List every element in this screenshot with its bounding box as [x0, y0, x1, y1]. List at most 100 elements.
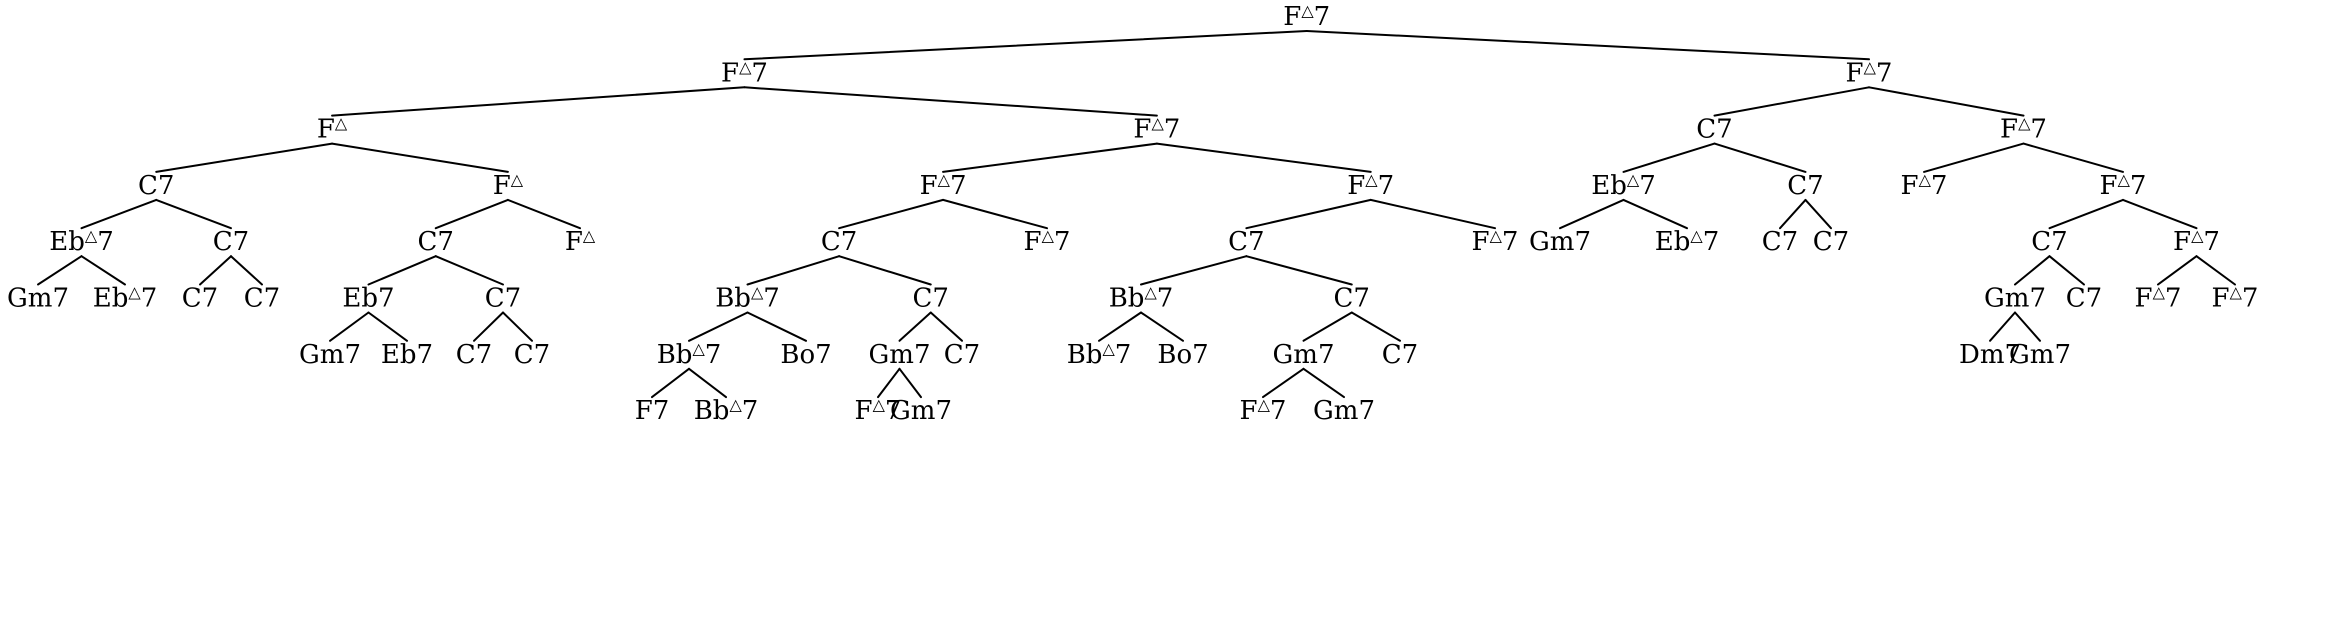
tree-edge — [37, 255, 83, 286]
tree-node-label: C7 — [182, 284, 218, 314]
tree-edge — [1779, 198, 1807, 230]
tree-node-label: Dm7 — [1959, 340, 2021, 370]
tree-edge — [155, 142, 334, 173]
tree-edge — [506, 198, 581, 230]
tree-edge — [746, 255, 841, 286]
tree-edge — [2195, 255, 2236, 286]
tree-edge — [838, 255, 932, 286]
tree-node-label: C7 — [821, 227, 857, 257]
tree-edge — [434, 198, 509, 230]
tree-node-label: Bb△7 — [694, 395, 759, 426]
tree-node-label: C7 — [1813, 227, 1849, 257]
tree-edge — [80, 255, 126, 286]
tree-node-label: Bb△7 — [657, 339, 722, 370]
tree-node-label: Bb△7 — [1067, 339, 1132, 370]
tree-node-label: Gm7 — [2009, 340, 2071, 370]
tree-node-label: C7 — [138, 171, 174, 201]
tree-edge — [2048, 255, 2085, 286]
tree-node-label: Gm7 — [7, 284, 69, 314]
tree-edge — [1804, 198, 1832, 230]
tree-node-label: Bb△7 — [1109, 283, 1174, 314]
tree-node-label: F△7 — [1133, 114, 1180, 145]
tree-edge — [502, 311, 533, 342]
tree-edge — [1098, 311, 1142, 342]
tree-node-label: F△7 — [1240, 395, 1287, 426]
tree-node-label: C7 — [1228, 227, 1264, 257]
tree-node-label: Gm7 — [890, 396, 952, 426]
tree-node-label: F△7 — [2135, 283, 2182, 314]
tree-edge — [898, 311, 932, 342]
tree-node-label: F△ — [493, 170, 524, 201]
tree-edge — [1622, 198, 1688, 230]
tree-edge — [2014, 255, 2051, 286]
tree-edge — [1262, 367, 1305, 399]
tree-node-label: C7 — [1696, 115, 1732, 145]
tree-node-label: F△7 — [920, 170, 967, 201]
tree-node-label: F△7 — [721, 57, 768, 88]
tree-edge — [743, 86, 1158, 117]
tree-edge — [1140, 311, 1184, 342]
tree-edge — [2157, 255, 2198, 286]
tree-node-label: Eb△7 — [1655, 226, 1719, 257]
tree-node-label: Gm7 — [1984, 284, 2046, 314]
tree-edge — [329, 311, 370, 342]
tree-node-label: C7 — [1787, 171, 1823, 201]
tree-edge — [1245, 198, 1372, 230]
tree-node-label: C7 — [913, 284, 949, 314]
tree-node-label: F△7 — [2000, 114, 2047, 145]
tree-edge — [473, 311, 504, 342]
tree-node-label: Gm7 — [869, 340, 931, 370]
tree-node-label: C7 — [418, 227, 454, 257]
tree-node-label: Eb7 — [342, 284, 394, 314]
tree-edge — [1868, 86, 2025, 117]
tree-node-label: Eb△7 — [49, 226, 113, 257]
tree-node-label: C7 — [485, 284, 521, 314]
tree-node-label: F△ — [565, 226, 596, 257]
tree-edge — [688, 311, 749, 342]
tree-edge — [942, 198, 1048, 230]
tree-edge — [746, 311, 807, 342]
tree-edge — [2014, 311, 2041, 342]
tree-edge — [1622, 142, 1716, 173]
tree-edge — [199, 255, 232, 286]
tree-edge — [929, 311, 963, 342]
tree-edge — [331, 86, 746, 117]
tree-node-label: C7 — [1334, 284, 1370, 314]
tree-node-label: Gm7 — [1313, 396, 1375, 426]
tree-node-label: Eb△7 — [1591, 170, 1655, 201]
tree-node-label: C7 — [213, 227, 249, 257]
tree-node-label: Bo7 — [780, 340, 831, 370]
tree-node-label: C7 — [244, 284, 280, 314]
tree-edge — [838, 198, 945, 230]
tree-edge — [1713, 142, 1807, 173]
tree-node-label: F△7 — [1347, 170, 1394, 201]
tree-edge — [80, 198, 158, 230]
tree-edge — [2048, 198, 2124, 230]
tree-edge — [434, 255, 504, 286]
tree-node-label: Bo7 — [1157, 340, 1208, 370]
tree-node-label: Bb△7 — [715, 283, 780, 314]
tree-node-label: F△ — [317, 114, 348, 145]
tree-edge — [1140, 255, 1248, 286]
tree-edge — [1559, 198, 1625, 230]
tree-node-label: C7 — [1762, 227, 1798, 257]
tree-edge — [898, 367, 922, 399]
tree-node-label: F△7 — [1024, 226, 1071, 257]
tree-edge — [1302, 367, 1345, 399]
tree-node-label: Gm7 — [1529, 227, 1591, 257]
tree-edge — [367, 255, 437, 286]
tree-node-label: C7 — [2066, 284, 2102, 314]
tree-node-label: F△7 — [1846, 57, 1893, 88]
tree-node-label: F△7 — [1901, 170, 1948, 201]
tree-edge — [155, 198, 232, 230]
tree-node-label: Gm7 — [1273, 340, 1335, 370]
tree-edge — [230, 255, 263, 286]
tree-edges — [37, 30, 2236, 399]
tree-node-label: F△7 — [2173, 226, 2220, 257]
tree-node-label: C7 — [514, 340, 550, 370]
tree-node-label: Eb7 — [381, 340, 433, 370]
tree-edge — [1369, 198, 1496, 230]
tree-edge — [1155, 142, 1372, 173]
